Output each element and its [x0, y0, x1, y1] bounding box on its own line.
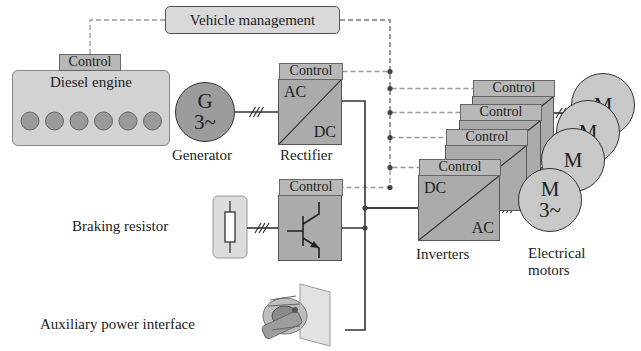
junction-dot	[387, 135, 392, 140]
port-label: DC	[314, 123, 336, 141]
machine-symbol: G	[197, 91, 212, 112]
control-link	[340, 20, 446, 138]
power-link	[342, 208, 418, 228]
port-label: AC	[472, 219, 494, 237]
aux-connector-illustration	[261, 284, 330, 346]
part-label: Inverters	[416, 246, 469, 263]
part-label: Braking resistor	[72, 218, 168, 235]
control-link	[340, 20, 473, 89]
power-link	[342, 101, 418, 208]
control-tab: Control	[446, 129, 528, 146]
part-label: Auxiliary power interface	[40, 316, 195, 333]
port-label: AC	[284, 83, 306, 101]
cylinder	[21, 112, 39, 130]
cylinder	[46, 112, 64, 130]
machine-symbol: 3~	[194, 112, 216, 133]
transistor-arrow	[310, 241, 319, 248]
resistor-leads	[229, 201, 230, 253]
box-title: Vehicle management	[190, 12, 315, 29]
control-tab: Control	[59, 54, 121, 71]
cylinder	[144, 112, 162, 130]
aux-bus-line	[345, 228, 365, 330]
machine-symbol: M	[541, 179, 560, 200]
control-link	[340, 20, 390, 72]
machine-circle: G3~	[175, 82, 235, 142]
control-link	[90, 20, 165, 54]
control-link	[340, 20, 419, 168]
phase-mark	[258, 107, 264, 117]
inv-box: ControlDCAC	[418, 175, 500, 241]
cylinder	[95, 112, 113, 130]
diagonal-line	[419, 176, 499, 240]
resistor-symbol	[225, 212, 235, 242]
junction-dot	[362, 205, 367, 210]
transistor-lines	[287, 202, 319, 258]
chop-box: Control	[278, 195, 342, 261]
diagonal-line	[279, 80, 341, 144]
vm-box: Vehicle management	[165, 6, 340, 34]
junction-dot	[362, 225, 367, 230]
control-tab: Control	[279, 63, 343, 80]
control-tab: Control	[279, 179, 343, 196]
transistor-symbol	[279, 196, 341, 260]
junction-dot	[387, 110, 392, 115]
machine-symbol: 3~	[539, 200, 561, 221]
engine-box: ControlDiesel engine	[12, 70, 170, 146]
resistor-housing	[213, 196, 247, 258]
control-tab: Control	[419, 159, 501, 176]
cylinder	[70, 112, 88, 130]
part-label: Rectifier	[280, 147, 332, 164]
engine-title: Diesel engine	[13, 74, 169, 91]
machine-symbol: M	[564, 150, 583, 171]
junction-dot	[387, 86, 392, 91]
control-link	[340, 20, 460, 113]
part-label: Electrical motors	[528, 245, 606, 279]
control-tab: Control	[460, 104, 542, 121]
phase-marks	[255, 223, 269, 233]
conv-box: ControlACDC	[278, 79, 342, 145]
part-label: Generator	[172, 147, 232, 164]
junction-dot	[387, 165, 392, 170]
machine-circle: M3~	[518, 168, 582, 232]
junction-dot	[387, 185, 392, 190]
junction-dot	[387, 69, 392, 74]
cylinder	[119, 112, 137, 130]
port-label: DC	[424, 179, 446, 197]
control-tab: Control	[473, 80, 555, 97]
